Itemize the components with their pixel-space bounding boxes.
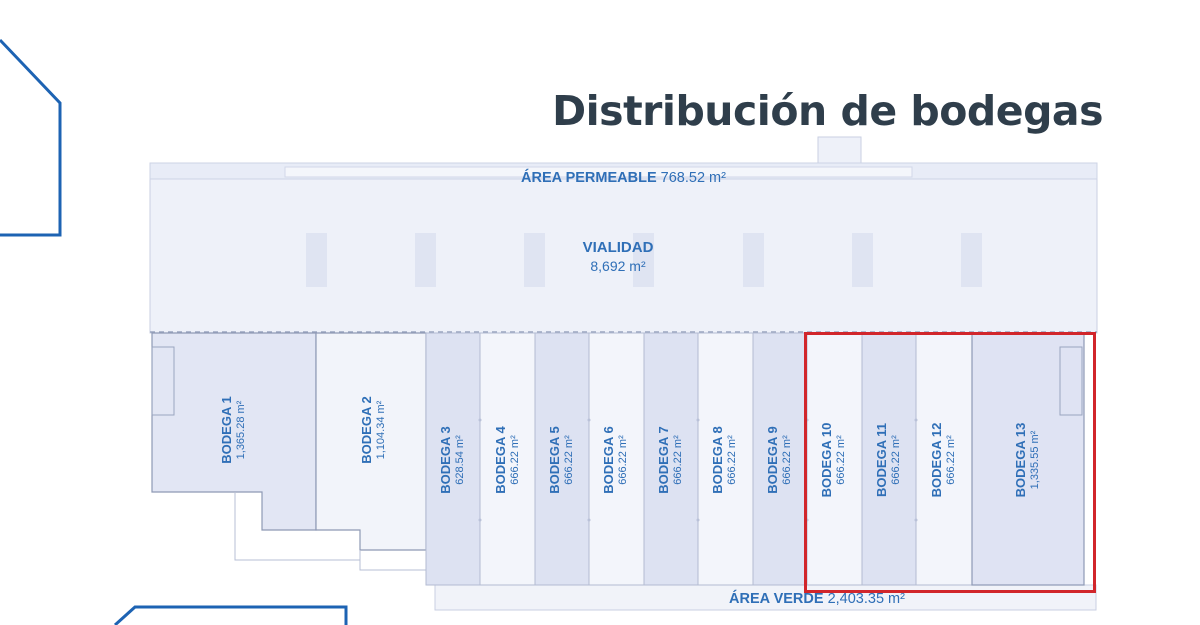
bodega-area: 666.22 m² <box>781 435 793 485</box>
bodega-label: BODEGA 6 666.22 m² <box>601 360 630 560</box>
bodega-label: BODEGA 9 666.22 m² <box>765 360 794 560</box>
bodega-13-block <box>971 332 1085 586</box>
bodega-strips <box>425 332 973 586</box>
bodega-area: 666.22 m² <box>617 435 629 485</box>
bodega-label: BODEGA 5 666.22 m² <box>547 360 576 560</box>
bodega-label: BODEGA 8 666.22 m² <box>710 360 739 560</box>
bodega-area: 628.54 m² <box>454 435 466 485</box>
page-title: Distribución de bodegas <box>552 87 1103 136</box>
bodega-name: BODEGA 5 <box>547 426 562 494</box>
bodega-name: BODEGA 6 <box>601 426 616 494</box>
bodega-area: 666.22 m² <box>672 435 684 485</box>
area-permeable-value: 768.52 m² <box>660 170 726 186</box>
area-verde-label: ÁREA VERDE 2,403.35 m² <box>729 591 905 607</box>
bodega-area: 666.22 m² <box>726 435 738 485</box>
bodega-area: 666.22 m² <box>563 435 575 485</box>
area-permeable-name: ÁREA PERMEABLE <box>521 170 657 186</box>
bodega-name: BODEGA 1 <box>219 396 234 464</box>
bodega-label: BODEGA 1 1,365.28 m² <box>219 330 248 530</box>
vialidad-name: VIALIDAD <box>582 239 654 256</box>
bodega-name: BODEGA 7 <box>656 426 671 494</box>
bodega-name: BODEGA 3 <box>438 426 453 494</box>
bodega-name: BODEGA 4 <box>493 426 508 494</box>
bodega-area: 666.22 m² <box>509 435 521 485</box>
area-verde-value: 2,403.35 m² <box>827 591 905 607</box>
bodega-label: BODEGA 2 1,104.34 m² <box>359 330 388 530</box>
bodega-name: BODEGA 2 <box>359 396 374 464</box>
area-permeable-label: ÁREA PERMEABLE 768.52 m² <box>521 170 726 186</box>
bodega-label: BODEGA 3 628.54 m² <box>438 360 467 560</box>
highlight-box <box>804 332 1096 593</box>
parking-marks <box>306 233 982 287</box>
bodega-name: BODEGA 8 <box>710 426 725 494</box>
bodega-label: BODEGA 7 666.22 m² <box>656 360 685 560</box>
area-verde-name: ÁREA VERDE <box>729 591 824 607</box>
bodega-label: BODEGA 4 666.22 m² <box>493 360 522 560</box>
vialidad-label: VIALIDAD 8,692 m² <box>568 239 668 274</box>
bodega-area: 1,365.28 m² <box>235 400 247 460</box>
bodega-name: BODEGA 9 <box>765 426 780 494</box>
vialidad-value: 8,692 m² <box>590 258 646 274</box>
bodega-area: 1,104.34 m² <box>375 400 387 460</box>
